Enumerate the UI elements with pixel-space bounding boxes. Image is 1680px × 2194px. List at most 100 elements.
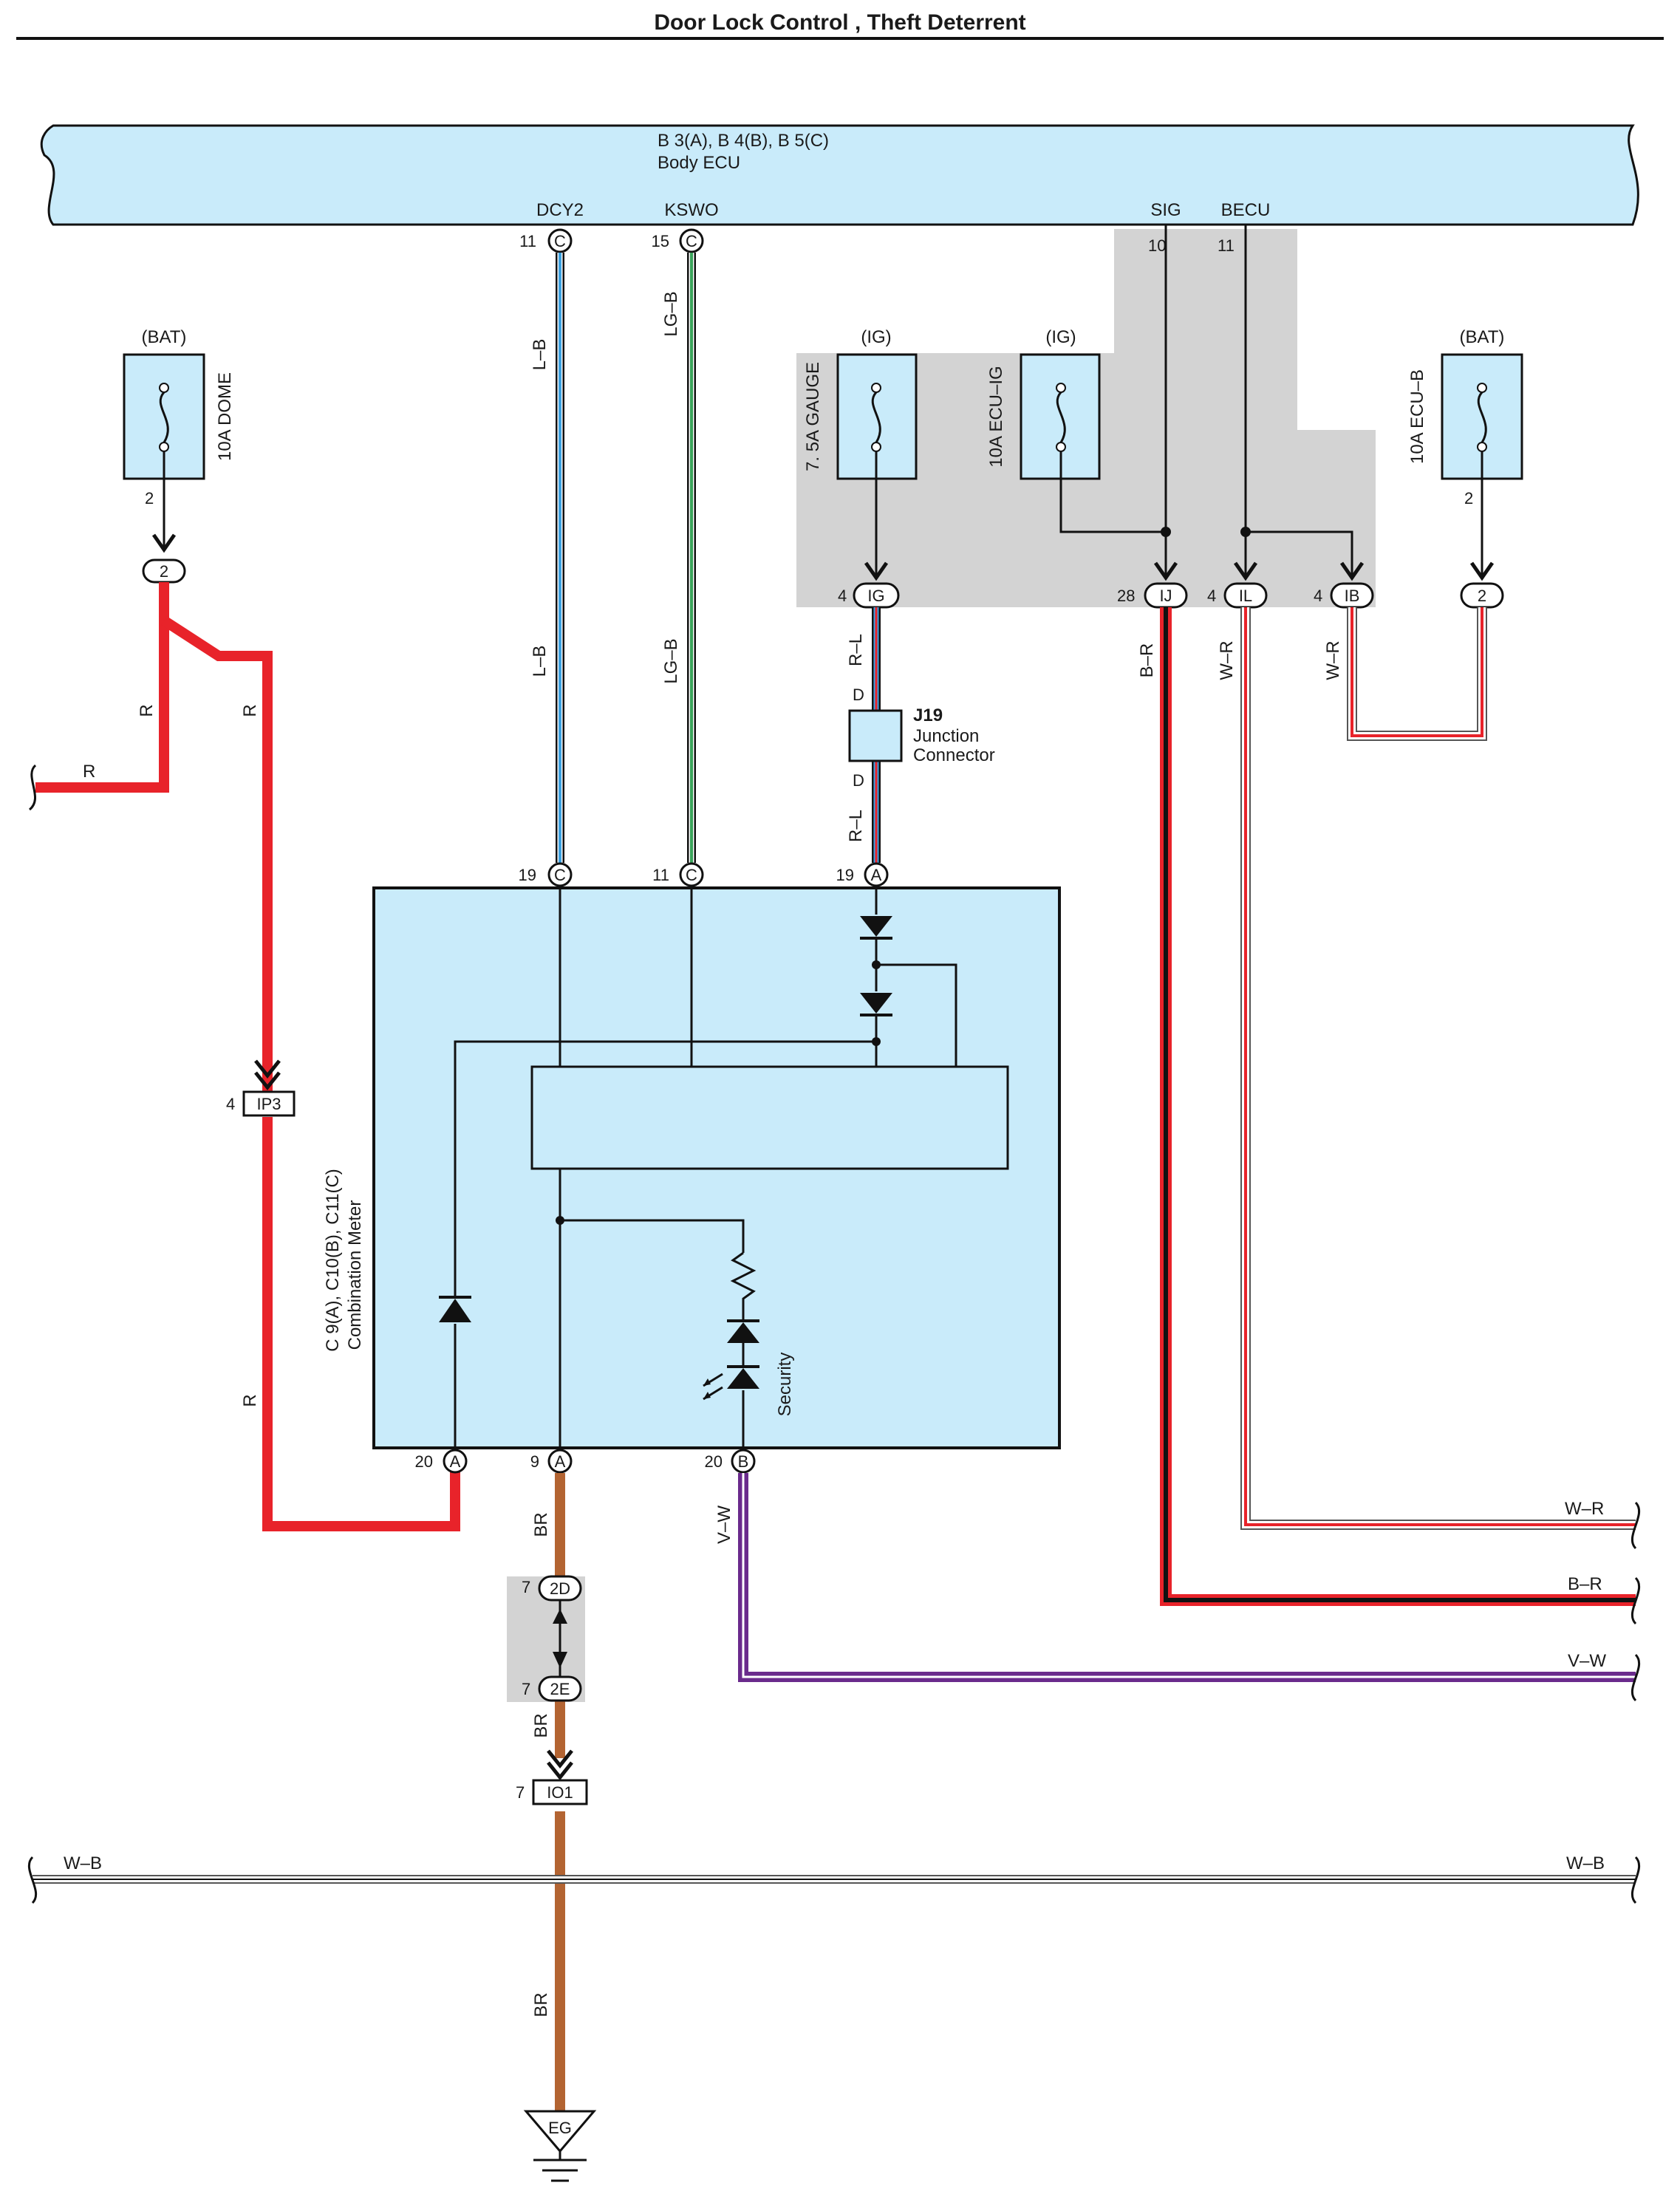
wire-lb-label-top: L–B — [530, 339, 550, 371]
diagram-title: Door Lock Control , Theft Deterrent — [654, 10, 1025, 35]
conn-il-label: IL — [1239, 587, 1252, 605]
sig-junction-dot — [1161, 527, 1171, 537]
pin-kswo: 15 — [652, 232, 669, 250]
conn-ecub-label: 2 — [1478, 587, 1486, 605]
becu-to-ib — [1246, 530, 1353, 575]
wire-r-label-3: R — [240, 1394, 260, 1407]
wire-wr-loop — [1347, 607, 1487, 741]
conn-ib-label: IB — [1345, 587, 1360, 605]
conn-kswo-letter: C — [686, 232, 697, 250]
ib-arrow — [1339, 561, 1365, 581]
wb-break-left — [27, 1856, 38, 1904]
security-led — [703, 1365, 759, 1401]
ip3-arrow — [254, 1059, 281, 1091]
meter-top-conn-3 — [864, 862, 889, 887]
j19-pin-top: D — [853, 686, 864, 704]
ground-triangle — [523, 2110, 597, 2153]
conn-dcy2 — [547, 228, 573, 253]
fuse-ecub-supply: (BAT) — [1460, 327, 1505, 347]
j19-id: J19 — [913, 705, 943, 725]
meter-bottom-pin-3: 20 — [705, 1452, 723, 1471]
meter-internal-circuit — [454, 886, 957, 1455]
terminal-dcy2-label: DCY2 — [536, 200, 584, 220]
meter-bottom-conn-1 — [443, 1449, 468, 1474]
meter-bottom-conn-3 — [731, 1449, 756, 1474]
diode-4 — [727, 1319, 759, 1343]
security-label: Security — [775, 1353, 795, 1417]
meter-top-conn-1-letter: C — [554, 866, 566, 884]
conn-dome-label: 2 — [160, 562, 168, 581]
meter-top-pin-3: 19 — [836, 866, 854, 884]
wire-rl-label-bottom: R–L — [846, 810, 866, 842]
conn-2e-label: 2E — [550, 1680, 570, 1698]
conn-2d-label: 2D — [550, 1579, 570, 1598]
wire-r-label-2: R — [240, 704, 260, 717]
conn-kswo — [679, 228, 704, 253]
meter-bottom-pin-1: 20 — [415, 1452, 433, 1471]
meter-top-conn-3-letter: A — [871, 866, 882, 884]
ib-pin: 4 — [1314, 587, 1322, 605]
wire-r-branch-right — [161, 616, 273, 1092]
il-pin: 4 — [1207, 587, 1216, 605]
node-dot-1 — [872, 960, 881, 969]
fuse-dome-pin: 2 — [145, 489, 154, 508]
fuse-dome-supply: (BAT) — [142, 327, 187, 347]
wire-wr — [1240, 607, 1636, 1530]
fuse-ecuig-supply: (IG) — [1045, 327, 1076, 347]
meter-top-conn-1 — [547, 862, 573, 887]
meter-ids: C 9(A), C10(B), C11(C) — [323, 1169, 343, 1352]
wire-lb-label-mid: L–B — [530, 646, 550, 677]
j19-pin-bottom: D — [853, 771, 864, 790]
right-wire-breaks — [1631, 1501, 1641, 1702]
ecub-arrow — [1469, 561, 1495, 581]
fuse-ecub-name: 10A ECU–B — [1407, 369, 1427, 464]
pin-sig: 10 — [1148, 236, 1166, 255]
pin-becu: 11 — [1218, 236, 1235, 255]
conn-io1-pin: 7 — [516, 1783, 525, 1802]
conn-ip3 — [242, 1090, 296, 1117]
wire-br-ground-label-3: BR — [531, 1992, 551, 2017]
wire-lgb-label-top: LG–B — [661, 291, 681, 336]
conn-ij-label: IJ — [1159, 587, 1172, 605]
diode-1 — [860, 916, 892, 940]
wire-wb-label-left: W–B — [64, 1853, 102, 1873]
wire-wb-label-right: W–B — [1566, 1853, 1605, 1873]
wire-wr-label: W–R — [1217, 640, 1237, 680]
meter-bottom-pin-2: 9 — [530, 1452, 539, 1471]
wire-r-branch-left — [35, 582, 169, 793]
body-ecu-panel — [40, 124, 1639, 226]
conn-2e — [538, 1675, 582, 1702]
wire-wr-label-right: W–R — [1565, 1499, 1604, 1519]
diode-2 — [860, 993, 892, 1016]
wire-br-ground-label-1: BR — [531, 1512, 551, 1537]
terminal-becu-label: BECU — [1221, 200, 1271, 220]
gauge-pin: 4 — [838, 587, 847, 605]
fuse-ecub-pin: 2 — [1464, 489, 1473, 508]
ip3-pin: 4 — [226, 1095, 235, 1113]
node-dot-3 — [556, 1216, 564, 1225]
meter-logic-block — [530, 1065, 1009, 1170]
terminal-sig-label: SIG — [1150, 200, 1181, 220]
wire-rl-label-top: R–L — [846, 634, 866, 666]
conn-dcy2-letter: C — [554, 232, 566, 250]
diode-3 — [439, 1296, 471, 1322]
il-arrow — [1233, 561, 1258, 581]
meter-top-conn-2-letter: C — [686, 866, 697, 884]
2d-2e-arrows — [553, 1609, 567, 1668]
wb-break-right — [1631, 1856, 1641, 1904]
wire-r-label-left: R — [83, 762, 95, 782]
fuse-gauge-supply: (IG) — [861, 327, 891, 347]
io1-arrow — [547, 1749, 573, 1781]
fuse-dome — [123, 353, 205, 480]
wire-lgb-label-mid: LG–B — [661, 638, 681, 683]
meter-bottom-conn-2 — [547, 1449, 573, 1474]
wire-vw-label: V–W — [714, 1506, 734, 1544]
meter-bottom-conn-2-letter: A — [555, 1452, 566, 1471]
wire-r-label-1: R — [137, 704, 157, 717]
node-dot-2 — [872, 1037, 881, 1046]
meter-top-conn-2 — [679, 862, 704, 887]
dome-arrow — [151, 533, 177, 553]
meter-top-pin-1: 19 — [519, 866, 536, 884]
wire-vw — [738, 1473, 1636, 1682]
